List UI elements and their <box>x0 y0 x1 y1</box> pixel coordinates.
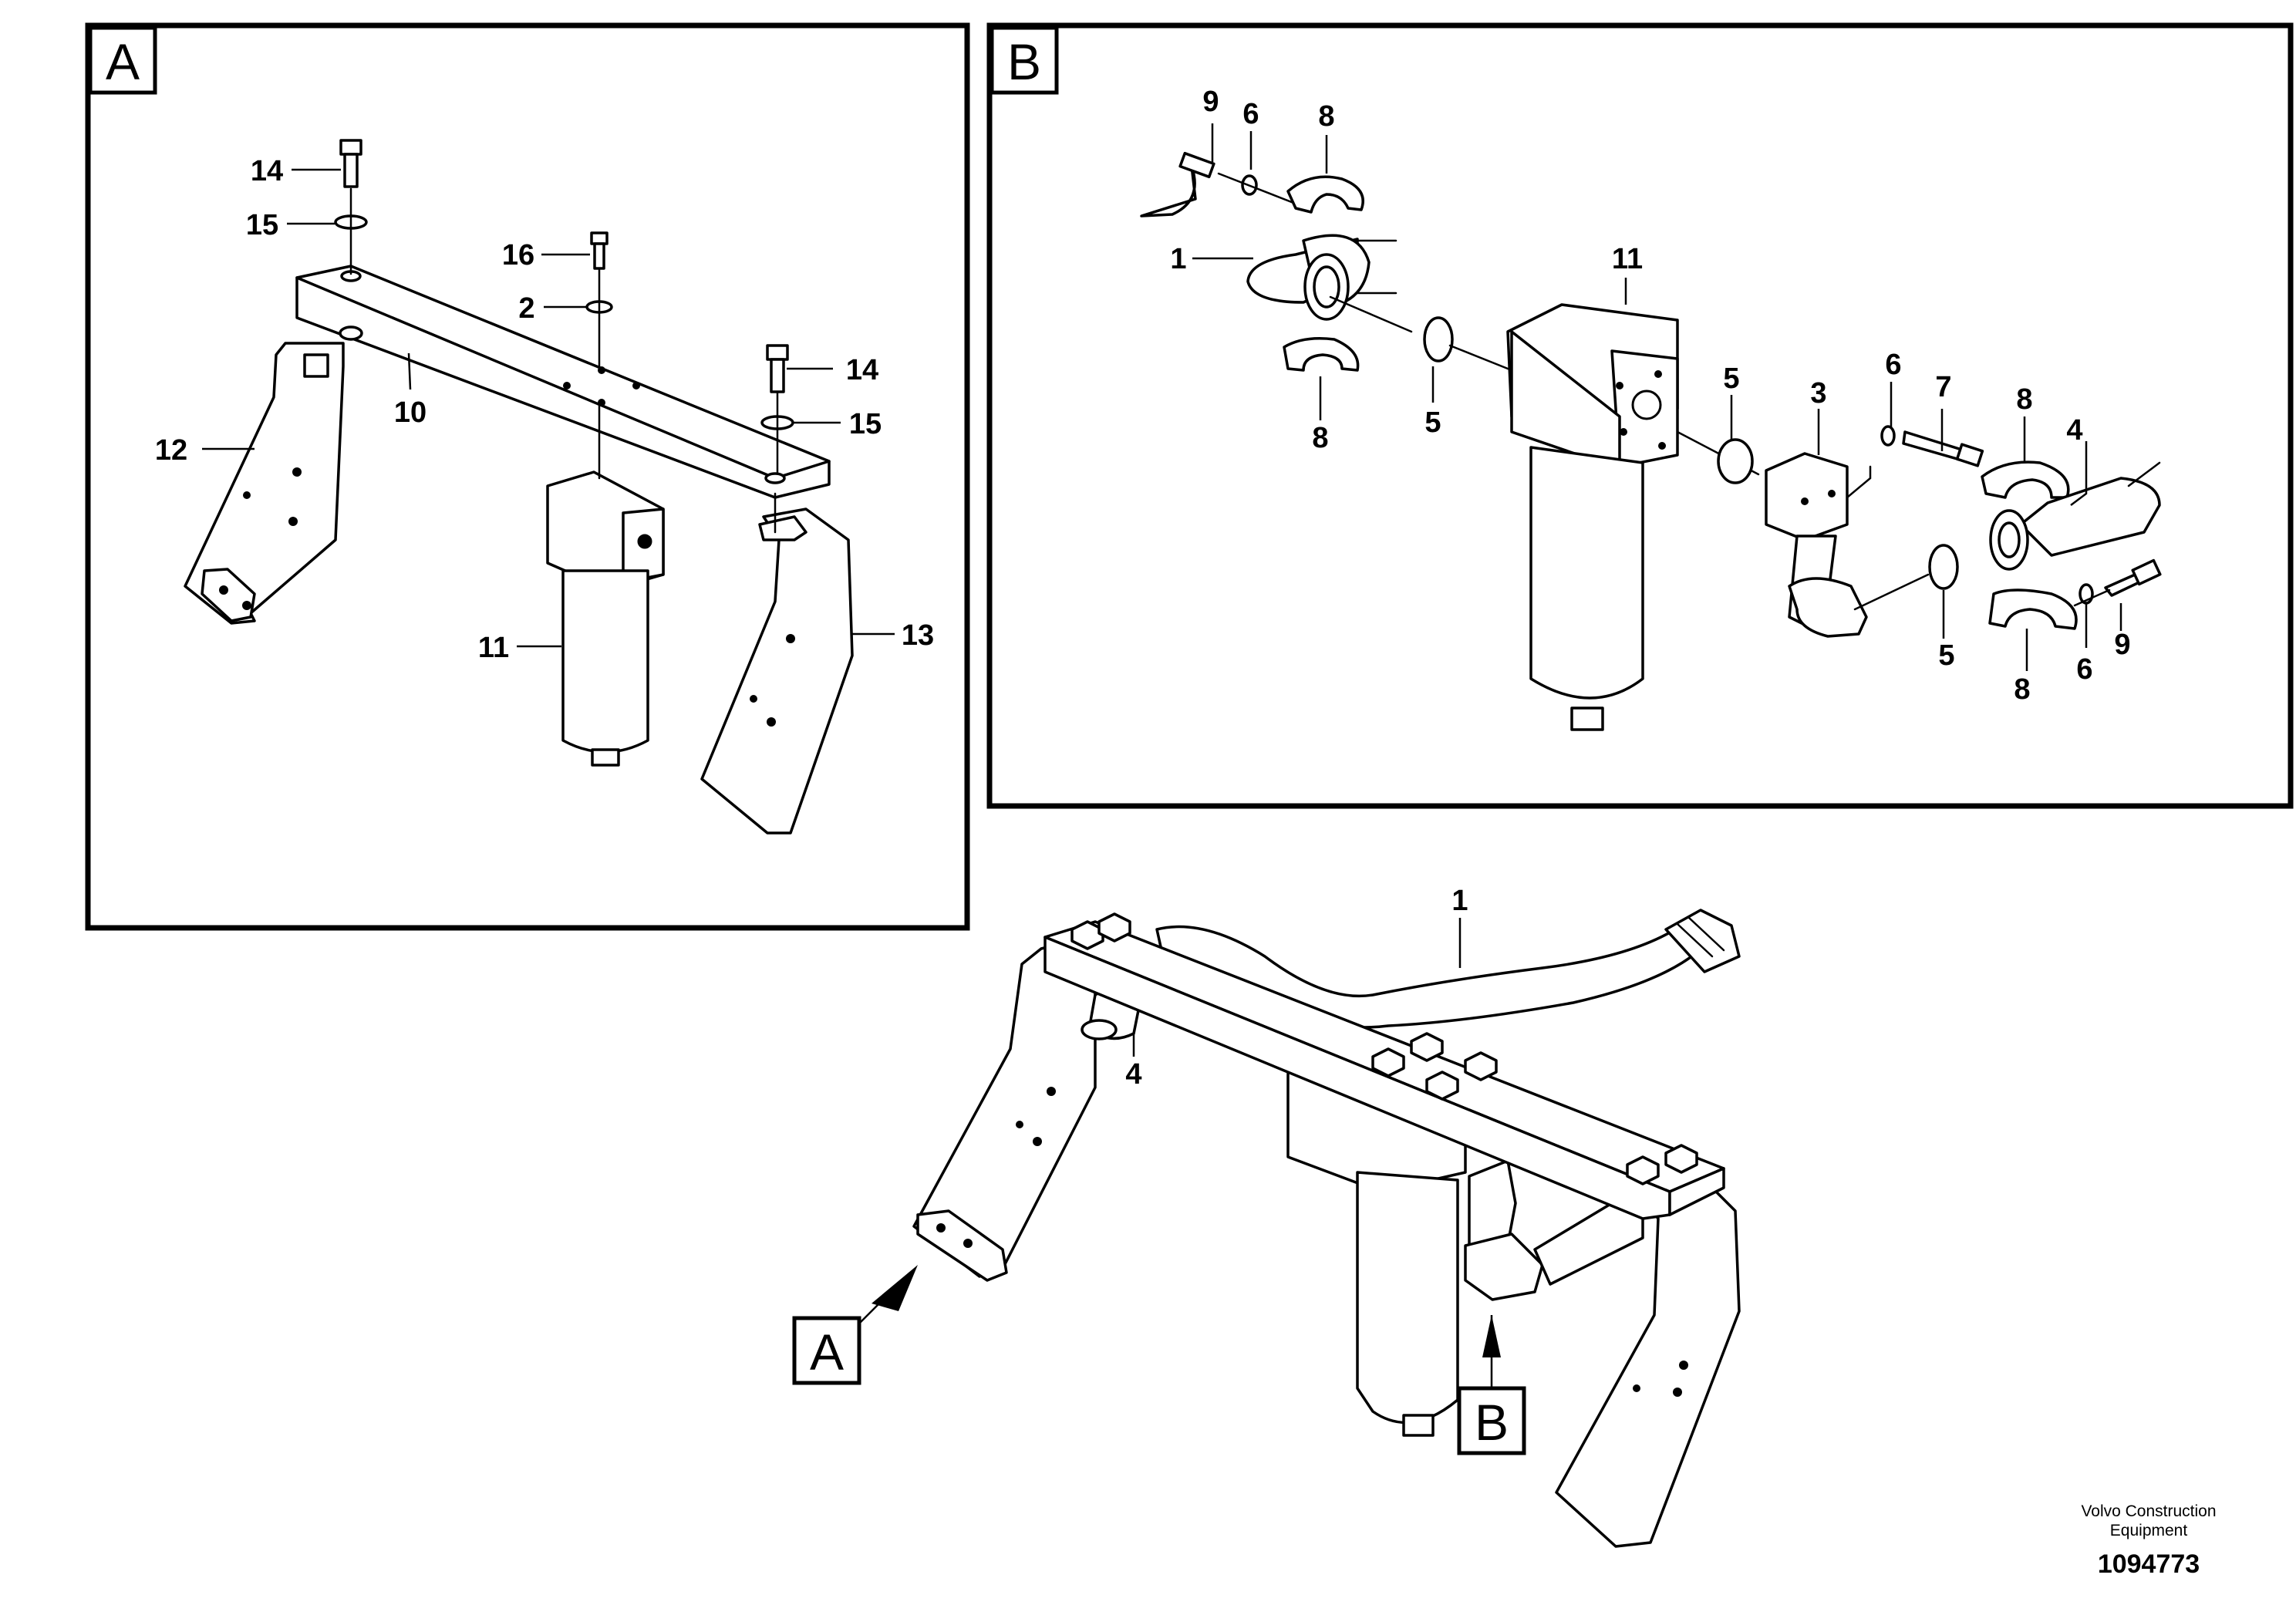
callout-b-5-left: 5 <box>1424 406 1441 439</box>
filter-drain <box>591 748 620 767</box>
callout-b-8-top: 8 <box>1318 100 1334 133</box>
main-filter-drain <box>1402 1414 1435 1437</box>
callout-b-5-mid: 5 <box>1723 363 1739 395</box>
bracket-right-tab <box>758 515 807 541</box>
pointer-a: A <box>792 1265 918 1385</box>
callout-a-14-right: 14 <box>846 354 878 386</box>
callout-b-7: 7 <box>1935 371 1951 403</box>
callout-main-4: 4 <box>1125 1058 1141 1091</box>
callout-b-11: 11 <box>1612 243 1643 275</box>
callout-a-16: 16 <box>502 239 534 271</box>
detail-view-b: B <box>986 22 2294 809</box>
washer-mid <box>1880 425 1896 447</box>
view-a-label: A <box>106 33 140 90</box>
bracket-left-foot <box>201 568 256 622</box>
filter-bowl <box>561 569 649 754</box>
main-plate-side <box>1043 936 1671 1220</box>
brand-line-2: Equipment <box>2110 1522 2188 1539</box>
main-adapter-elbow <box>1464 1233 1544 1301</box>
mounting-plate-top <box>295 265 831 480</box>
pointer-b-label: B <box>1475 1394 1509 1451</box>
pointer-b-box <box>1457 1386 1526 1455</box>
view-b-label: B <box>1007 33 1041 90</box>
document-number: 1094773 <box>2098 1549 2200 1579</box>
filter-head-b-face <box>1610 349 1679 468</box>
main-plate-bolts <box>1070 912 1698 1185</box>
main-bracket-right <box>1555 1179 1741 1548</box>
main-assembly: 1 4 <box>912 885 1741 1548</box>
callout-a-13: 13 <box>902 619 934 652</box>
filter-drain-b <box>1570 706 1604 731</box>
callout-b-3: 3 <box>1810 377 1826 410</box>
oring-mid <box>1717 438 1754 484</box>
view-a-frame <box>85 22 970 931</box>
pointer-b: B <box>1457 1315 1526 1455</box>
callout-a-15-left: 15 <box>246 209 278 241</box>
view-b-frame <box>986 22 2294 809</box>
callout-b-8-upper-right: 8 <box>2016 383 2032 416</box>
pointer-a-box <box>792 1316 861 1385</box>
pointer-a-label: A <box>810 1324 844 1381</box>
clamp-lower-left <box>1283 337 1360 372</box>
bracket-left <box>184 342 345 625</box>
callout-b-4: 4 <box>2066 414 2082 447</box>
oring-right <box>1928 544 1959 590</box>
callout-b-6-top: 6 <box>1242 98 1259 130</box>
callout-a-12: 12 <box>155 434 187 467</box>
callout-b-6-lower-right: 6 <box>2076 653 2092 686</box>
clamp-top <box>1286 175 1364 214</box>
brand-line-1: Volvo Construction <box>2081 1502 2216 1520</box>
filter-bowl-b <box>1529 446 1644 700</box>
bolt-center <box>585 231 613 370</box>
clamp-lower-right <box>1988 588 2078 630</box>
main-hose-out <box>1533 1202 1644 1286</box>
callout-a-2: 2 <box>518 292 534 325</box>
callout-a-10: 10 <box>394 396 426 429</box>
callout-a-11: 11 <box>478 632 509 664</box>
callout-a-14-left: 14 <box>251 155 283 187</box>
callout-b-8-lower-left: 8 <box>1312 422 1328 454</box>
main-hose-fitting <box>1664 909 1741 973</box>
callout-b-6-mid: 6 <box>1885 349 1901 381</box>
hose-out <box>2019 477 2161 557</box>
view-a-label-box <box>88 25 157 95</box>
adapter-end <box>1788 577 1868 638</box>
clamp-upper-right <box>1981 460 2070 499</box>
callout-main-1: 1 <box>1451 885 1468 917</box>
callout-b-1: 1 <box>1170 243 1186 275</box>
callout-b-5-right: 5 <box>1938 639 1954 672</box>
callout-b-9-top: 9 <box>1202 86 1219 118</box>
view-b-label-box <box>990 25 1059 95</box>
screw-top <box>1140 164 1197 218</box>
callout-a-15-right: 15 <box>849 408 882 440</box>
detail-view-a: A <box>85 22 970 931</box>
main-filter-bowl <box>1356 1171 1459 1425</box>
bracket-left-tab <box>303 353 329 378</box>
adapter <box>1765 452 1849 541</box>
bolt-left <box>334 139 368 275</box>
footer: Volvo Construction Equipment 1094773 <box>2081 1502 2216 1579</box>
callout-b-9-lower-right: 9 <box>2114 629 2130 661</box>
bracket-right <box>700 508 854 835</box>
oring-left <box>1423 316 1454 363</box>
callout-b-8-lower-right: 8 <box>2014 673 2030 706</box>
